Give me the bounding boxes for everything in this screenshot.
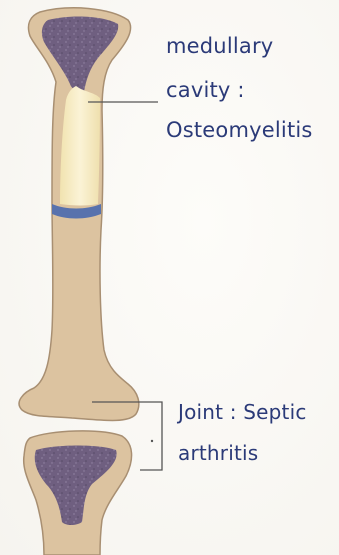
- osteomyelitis-region: [60, 86, 100, 206]
- label-arthritis: arthritis: [178, 443, 258, 463]
- label-cavity: cavity :: [166, 80, 245, 101]
- label-joint-septic: Joint : Septic: [178, 402, 307, 422]
- label-osteomyelitis: Osteomyelitis: [166, 120, 313, 141]
- label-medullary: medullary: [166, 36, 273, 57]
- joint-dot: [151, 440, 153, 442]
